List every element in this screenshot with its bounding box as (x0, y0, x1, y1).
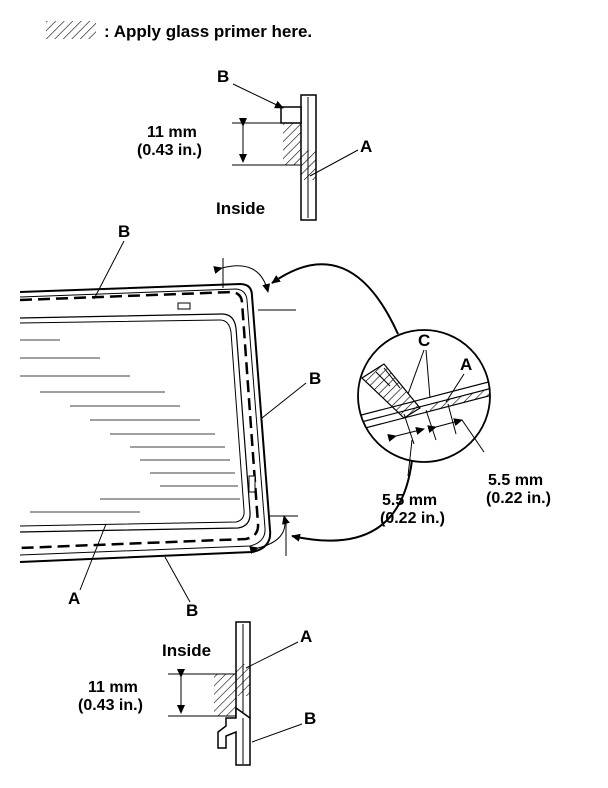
bottom-label-b: B (304, 709, 316, 728)
glass-shading (20, 339, 240, 513)
bottom-label-a: A (300, 627, 312, 646)
zoom-label-a: A (460, 355, 472, 374)
bottom-inside-label: Inside (162, 641, 211, 660)
zoom-molding (361, 363, 421, 419)
bottom-detail: Inside A 11 mm (0.43 in.) B (78, 621, 316, 766)
top-dim-in: (0.43 in.) (137, 142, 202, 159)
top-label-a: A (360, 137, 372, 156)
main-label-a: A (68, 589, 80, 608)
main-label-b-right: B (309, 369, 321, 388)
bottom-dim-mm: 11 mm (88, 679, 138, 696)
zoom-label-c: C (418, 331, 430, 350)
legend-text: : Apply glass primer here. (104, 22, 312, 41)
bottom-dim-in: (0.43 in.) (78, 697, 143, 714)
top-label-b: B (217, 67, 229, 86)
primer-area-bottom (214, 674, 236, 716)
zoom-dim2-in: (0.22 in.) (380, 510, 445, 527)
top-inside-label: Inside (216, 199, 265, 218)
glass-outline (19, 282, 272, 563)
primer-edge-bottom (236, 664, 250, 696)
windshield-view: B B A B (19, 222, 321, 620)
zoom-dim1-mm: 5.5 mm (488, 472, 543, 489)
molding-b-bottom (217, 706, 251, 766)
zoom-dim1-in: (0.22 in.) (486, 490, 551, 507)
ceramic-border (19, 313, 251, 533)
hatch-swatch-icon (46, 21, 96, 39)
primer-area-top (283, 123, 301, 165)
top-detail: B A 11 mm (0.43 in.) Inside (137, 67, 372, 221)
zoom-leaders (271, 263, 413, 542)
legend: : Apply glass primer here. (46, 21, 312, 41)
molding-b-top (280, 106, 302, 124)
primer-edge-top (301, 150, 316, 180)
zoom-detail: C A 5.5 mm (0.22 in.) 5.5 mm (0.22 in.) (357, 329, 551, 527)
main-label-b-top: B (118, 222, 130, 241)
top-dim-mm: 11 mm (147, 124, 197, 141)
main-label-b-bottom: B (186, 601, 198, 620)
zoom-dim2-mm: 5.5 mm (382, 492, 437, 509)
